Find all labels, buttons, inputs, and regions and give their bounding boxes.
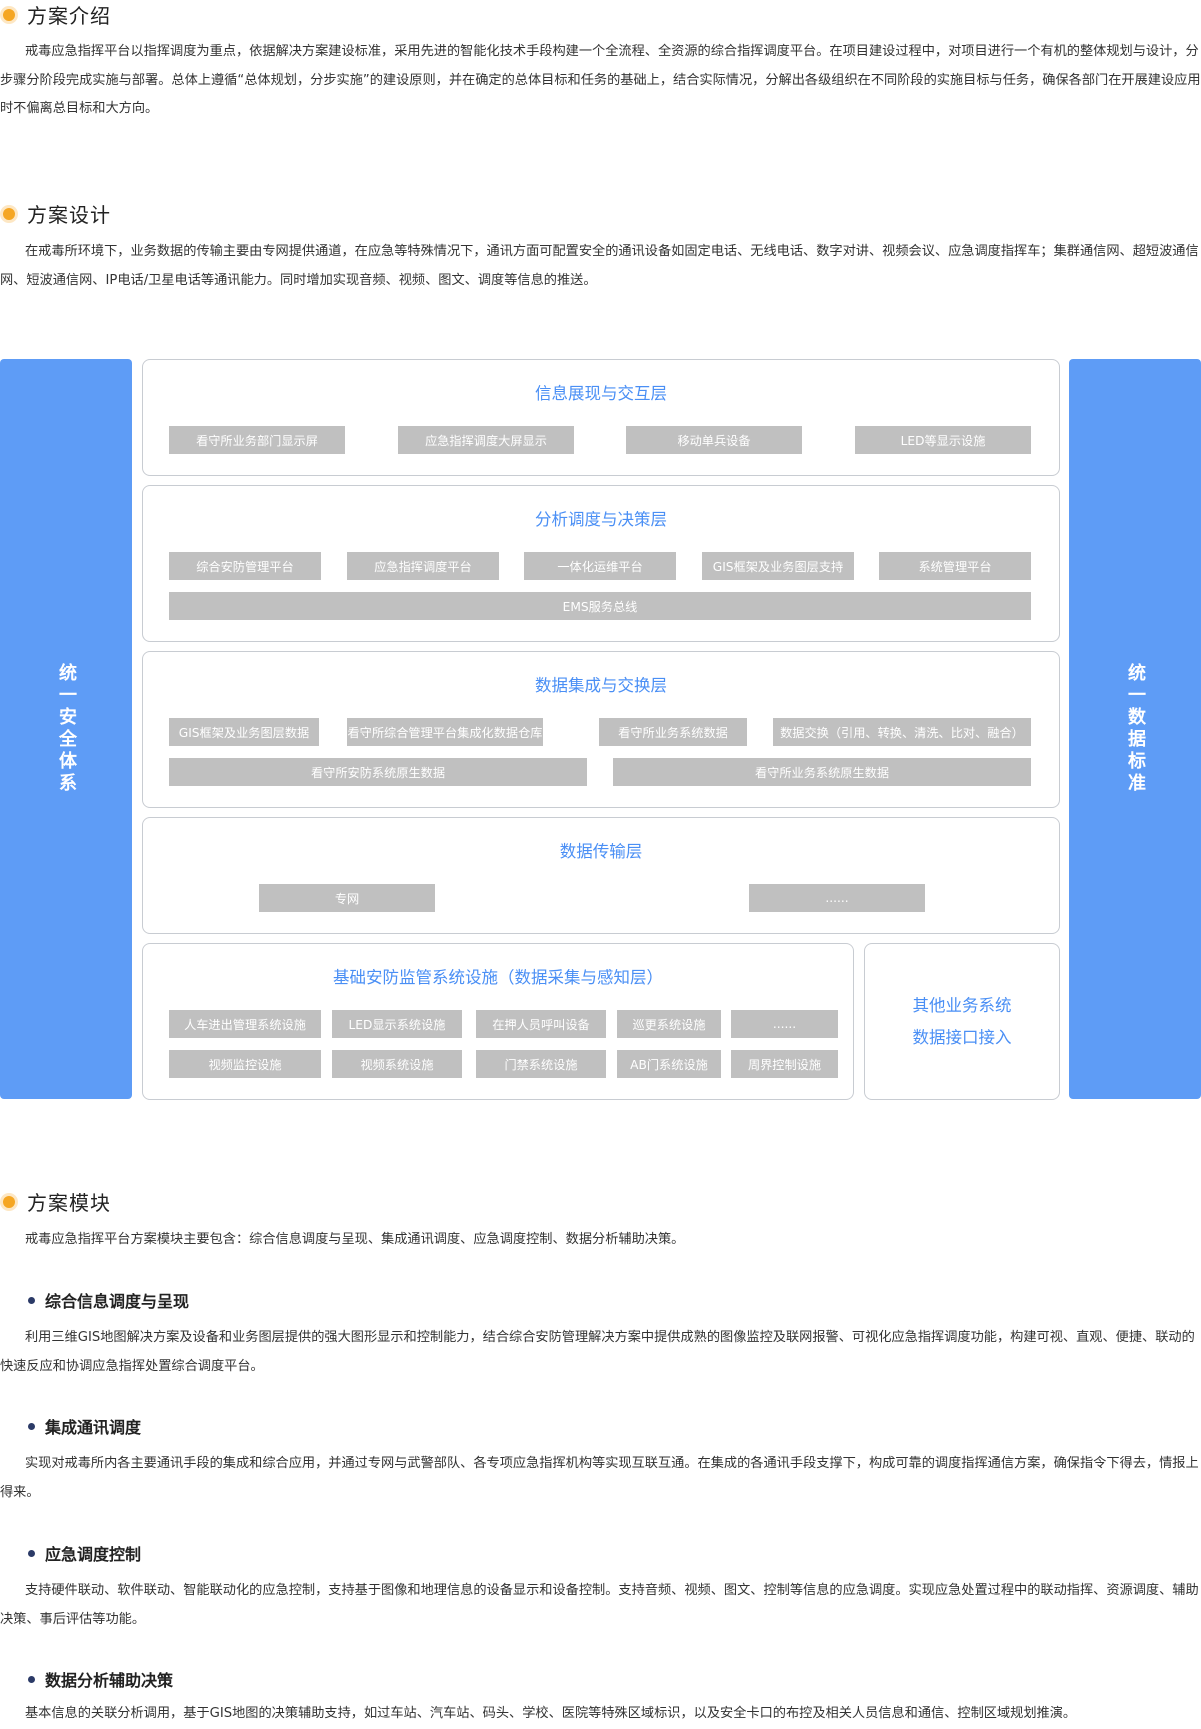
intro-heading: 方案介绍 — [0, 0, 111, 29]
modules-title: 方案模块 — [27, 1191, 111, 1215]
layer-item: ...... — [749, 884, 925, 912]
bullet-dot-icon — [28, 1549, 35, 1557]
layer-item: 综合安防管理平台 — [169, 552, 321, 580]
layer-item: 专网 — [259, 884, 435, 912]
module-paragraph: 利用三维GIS地图解决方案及设备和业务图层提供的强大图形显示和控制能力，结合综合… — [0, 1330, 1195, 1374]
right-side-bar: 统一数据标准 — [1069, 359, 1201, 1099]
module-heading: 应急调度控制 — [28, 1541, 141, 1565]
layer-item: 看守所综合管理平台集成化数据仓库 — [347, 718, 543, 746]
layer-item: 巡更系统设施 — [617, 1010, 721, 1038]
other-systems-line1: 其他业务系统 — [912, 996, 1012, 1015]
layer-item: GIS框架及业务图层支持 — [702, 552, 854, 580]
module-paragraph: 基本信息的关联分析调用，基于GIS地图的决策辅助支持，如过车站、汽车站、码头、学… — [25, 1706, 1077, 1721]
intro-paragraph: 戒毒应急指挥平台以指挥调度为重点，依据解决方案建设标准，采用先进的智能化技术手段… — [0, 44, 1201, 116]
modules-intro: 戒毒应急指挥平台方案模块主要包含：综合信息调度与呈现、集成通讯调度、应急调度控制… — [25, 1232, 685, 1247]
bullet-dot-icon — [28, 1422, 35, 1430]
bullet-dot-icon — [3, 1195, 15, 1208]
layer-item: 视频系统设施 — [332, 1050, 462, 1078]
other-systems-line2: 数据接口接入 — [912, 1028, 1012, 1047]
bullet-dot-icon — [28, 1296, 35, 1304]
layer-transport: 数据传输层 专网 ...... — [142, 817, 1060, 934]
layer-item: 移动单兵设备 — [626, 426, 802, 454]
layer-item: 看守所业务系统数据 — [599, 718, 747, 746]
layer-presentation: 信息展现与交互层 看守所业务部门显示屏 应急指挥调度大屏显示 移动单兵设备 LE… — [142, 359, 1060, 476]
other-systems-box: 其他业务系统 数据接口接入 — [864, 943, 1060, 1100]
layer-item: 看守所安防系统原生数据 — [169, 758, 587, 786]
layer-item: 视频监控设施 — [169, 1050, 321, 1078]
right-side-label: 统一数据标准 — [1125, 663, 1146, 795]
layer-title: 基础安防监管系统设施（数据采集与感知层） — [333, 968, 663, 987]
layer-item: 门禁系统设施 — [476, 1050, 606, 1078]
layer-item: 看守所业务系统原生数据 — [613, 758, 1031, 786]
bullet-dot-icon — [3, 207, 15, 220]
layer-item: 应急指挥调度平台 — [347, 552, 499, 580]
layer-item: 应急指挥调度大屏显示 — [398, 426, 574, 454]
module-title: 应急调度控制 — [45, 1545, 142, 1564]
module-title: 数据分析辅助决策 — [45, 1671, 174, 1690]
layer-item: LED等显示设施 — [855, 426, 1031, 454]
layer-item: GIS框架及业务图层数据 — [169, 718, 319, 746]
layer-sensing: 基础安防监管系统设施（数据采集与感知层） 人车进出管理系统设施 LED显示系统设… — [142, 943, 854, 1100]
design-paragraph: 在戒毒所环境下，业务数据的传输主要由专网提供通道，在应急等特殊情况下，通讯方面可… — [0, 244, 1199, 288]
intro-title: 方案介绍 — [27, 4, 111, 28]
service-bus: EMS服务总线 — [169, 592, 1031, 620]
layer-item: 人车进出管理系统设施 — [169, 1010, 321, 1038]
layer-analysis: 分析调度与决策层 综合安防管理平台 应急指挥调度平台 一体化运维平台 GIS框架… — [142, 485, 1060, 642]
layer-item: 数据交换（引用、转换、清洗、比对、融合） — [773, 718, 1031, 746]
module-title: 集成通讯调度 — [45, 1418, 142, 1437]
bullet-dot-icon — [3, 8, 15, 21]
layer-item: 在押人员呼叫设备 — [476, 1010, 606, 1038]
layer-data-integration: 数据集成与交换层 GIS框架及业务图层数据 看守所综合管理平台集成化数据仓库 看… — [142, 651, 1060, 808]
modules-heading: 方案模块 — [0, 1187, 111, 1216]
module-heading: 综合信息调度与呈现 — [28, 1288, 189, 1312]
layer-title: 数据集成与交换层 — [535, 676, 667, 695]
design-heading: 方案设计 — [0, 199, 111, 228]
layer-item: ...... — [731, 1010, 838, 1038]
left-side-label: 统一安全体系 — [56, 663, 77, 795]
design-title: 方案设计 — [27, 203, 111, 227]
layer-item: 一体化运维平台 — [524, 552, 676, 580]
layer-item: 系统管理平台 — [879, 552, 1031, 580]
layer-title: 数据传输层 — [559, 842, 643, 861]
module-paragraph: 支持硬件联动、软件联动、智能联动化的应急控制，支持基于图像和地理信息的设备显示和… — [0, 1583, 1199, 1627]
layer-item: 看守所业务部门显示屏 — [169, 426, 345, 454]
layer-title: 分析调度与决策层 — [535, 510, 667, 529]
layer-item: LED显示系统设施 — [332, 1010, 462, 1038]
layer-item: 周界控制设施 — [731, 1050, 838, 1078]
bullet-dot-icon — [28, 1675, 35, 1683]
module-heading: 集成通讯调度 — [28, 1414, 141, 1438]
left-side-bar: 统一安全体系 — [0, 359, 132, 1099]
module-title: 综合信息调度与呈现 — [45, 1292, 190, 1311]
layer-item: AB门系统设施 — [617, 1050, 721, 1078]
layer-title: 信息展现与交互层 — [535, 384, 667, 403]
module-paragraph: 实现对戒毒所内各主要通讯手段的集成和综合应用，并通过专网与武警部队、各专项应急指… — [0, 1456, 1199, 1500]
module-heading: 数据分析辅助决策 — [28, 1667, 173, 1691]
